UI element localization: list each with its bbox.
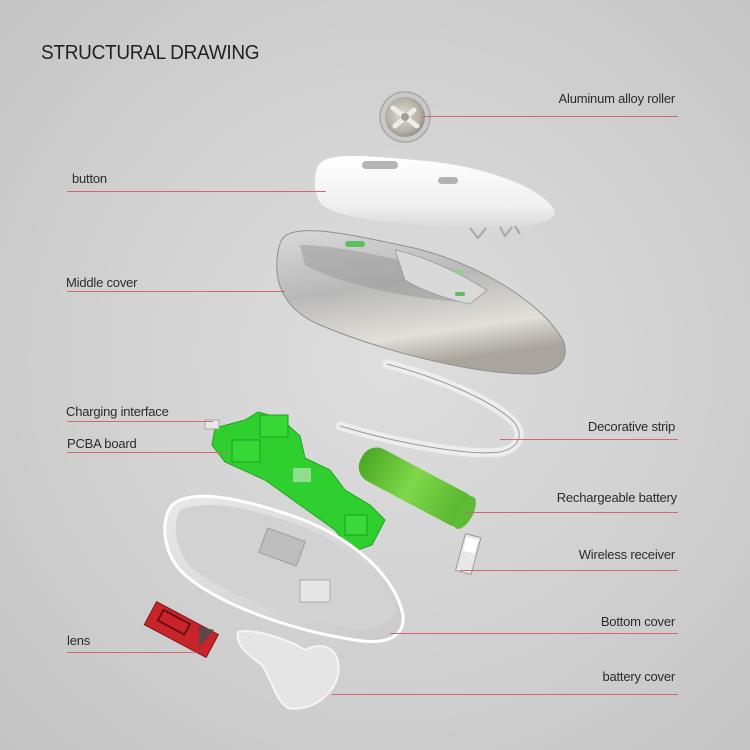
- leader-line-wireless-receiver: [460, 570, 678, 571]
- label-aluminum-alloy-roller: Aluminum alloy roller: [558, 91, 676, 106]
- label-middle-cover: Middle cover: [66, 275, 138, 290]
- bottom-cover-part: [163, 494, 405, 644]
- leader-line-battery-cover: [332, 694, 678, 695]
- battery-part: [358, 447, 476, 529]
- label-lens: lens: [67, 633, 91, 648]
- label-bottom-cover: Bottom cover: [600, 614, 675, 629]
- label-pcba-board: PCBA board: [67, 436, 137, 451]
- leader-line-button: [67, 191, 326, 192]
- label-rechargeable-battery: Rechargeable battery: [556, 490, 678, 505]
- decorative-strip-part: [335, 359, 524, 458]
- page-title: STRUCTURAL DRAWING: [41, 42, 260, 64]
- label-battery-cover: battery cover: [602, 669, 675, 684]
- roller-part: [379, 91, 431, 143]
- leader-line-pcba-board: [67, 452, 229, 453]
- label-wireless-receiver: Wireless receiver: [578, 547, 675, 562]
- middle-cover-part: [276, 230, 566, 375]
- battery-cover-part: [236, 630, 340, 710]
- label-decorative-strip: Decorative strip: [587, 419, 675, 434]
- leader-line-charging-interface: [67, 421, 213, 422]
- leader-line-battery: [465, 512, 678, 513]
- leader-line-bottom-cover: [390, 633, 678, 634]
- pcba-board-part: [204, 411, 386, 553]
- leader-line-middle-cover: [67, 291, 285, 292]
- lens-part: [143, 601, 220, 659]
- leader-line-decorative-strip: [500, 439, 678, 440]
- wireless-receiver-part: [455, 532, 482, 576]
- button-part: [313, 155, 556, 240]
- leader-line-roller: [422, 116, 678, 117]
- label-charging-interface: Charging interface: [66, 404, 169, 419]
- leader-line-lens: [67, 652, 197, 653]
- label-button: button: [72, 171, 107, 186]
